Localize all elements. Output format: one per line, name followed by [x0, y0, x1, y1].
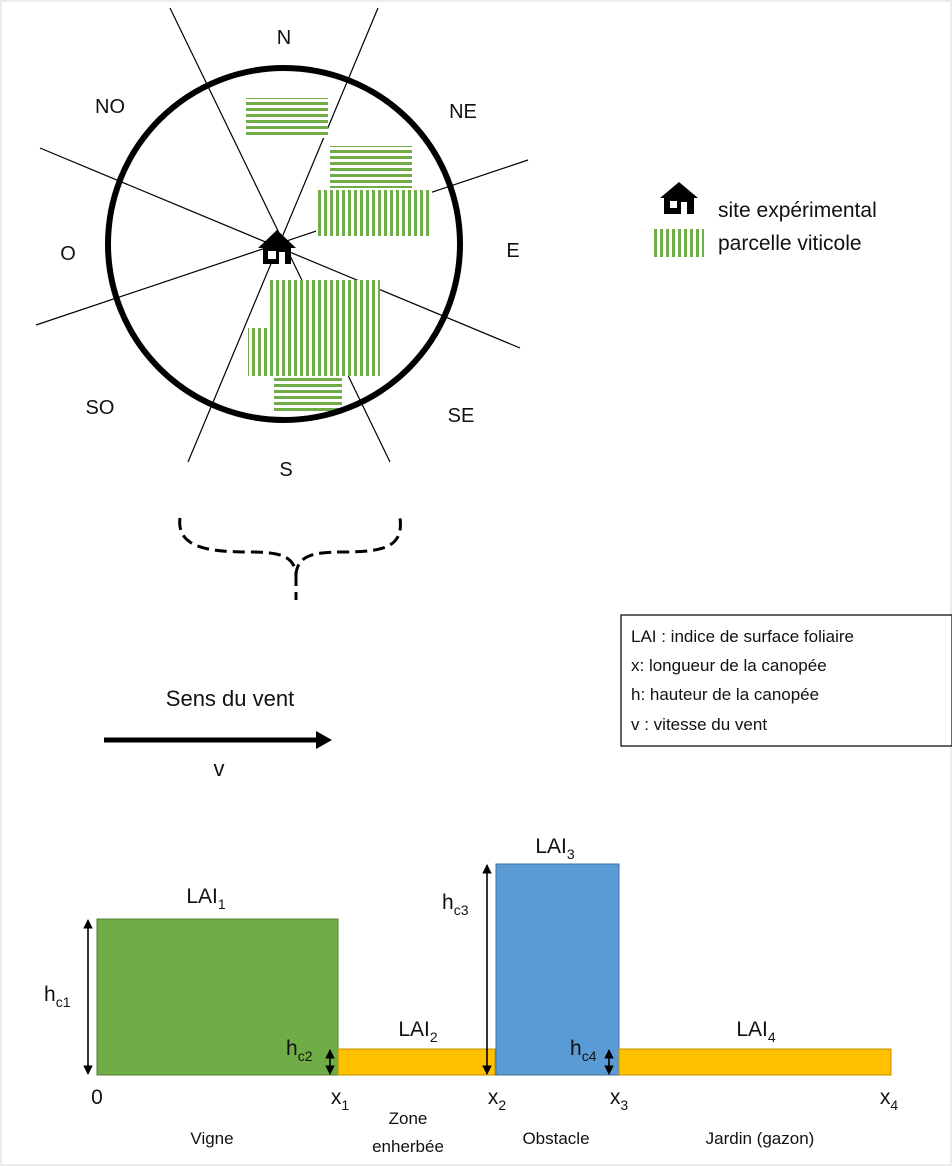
height-label-c2: hc2: [286, 1037, 313, 1064]
vine-plot-s-upper: [268, 280, 380, 328]
height-label-c3: hc3: [442, 891, 469, 918]
compass-label-se: SE: [448, 405, 475, 427]
wind-arrow-head: [316, 731, 332, 749]
x-tick-4: x4: [880, 1086, 899, 1113]
x-tick-3: x3: [610, 1086, 629, 1113]
zone-label-grass-line1: Zone: [389, 1109, 428, 1128]
wind-symbol: v: [214, 756, 225, 781]
direction-line-nne-ssw: [187, 7, 379, 463]
legend: site expérimental parcelle viticole: [654, 182, 877, 257]
vine-plot-s-lower: [274, 378, 342, 412]
legend-house-icon: [660, 182, 698, 214]
lai-label-3: LAI3: [535, 835, 575, 862]
compass-label-no: NO: [95, 96, 125, 118]
definition-v: v : vitesse du vent: [631, 715, 767, 734]
height-label-c1: hc1: [44, 983, 71, 1010]
compass-rose: N NE E SE S SO O NO: [35, 7, 529, 481]
definition-lai: LAI : indice de surface foliaire: [631, 627, 854, 646]
definition-h: h: hauteur de la canopée: [631, 685, 819, 704]
height-label-c4: hc4: [570, 1037, 597, 1064]
wind-title: Sens du vent: [166, 686, 294, 711]
vine-plot-ne-lower: [316, 190, 432, 236]
dashed-brace: [178, 517, 402, 575]
compass-label-s: S: [279, 459, 292, 481]
lai-label-1: LAI1: [186, 885, 226, 912]
zone-label-obstacle: Obstacle: [522, 1129, 589, 1148]
compass-label-n: N: [277, 27, 291, 49]
definitions-box: LAI : indice de surface foliaire x: long…: [620, 614, 952, 747]
definition-x: x: longueur de la canopée: [631, 656, 827, 675]
legend-plot-label: parcelle viticole: [718, 232, 862, 255]
house-icon: [258, 230, 296, 264]
zone-label-grass-line2: enherbée: [372, 1137, 444, 1156]
garden-block: [618, 1048, 892, 1076]
x-tick-1: x1: [331, 1086, 350, 1113]
canopy-profile: LAI1 LAI2 LAI3 LAI4 hc1 hc2 hc3 hc4 0 x1…: [44, 835, 898, 1156]
compass-label-ne: NE: [449, 101, 477, 123]
legend-site-label: site expérimental: [718, 199, 877, 222]
compass-label-o: O: [60, 243, 76, 265]
x-tick-2: x2: [488, 1086, 507, 1113]
compass-circle: [105, 65, 463, 423]
legend-plot-swatch: [654, 229, 704, 257]
vine-block: [96, 918, 339, 1076]
zone-label-garden: Jardin (gazon): [706, 1129, 815, 1148]
vine-plot-s-middle: [248, 328, 380, 376]
compass-label-e: E: [506, 240, 519, 262]
obstacle-block: [495, 863, 620, 1076]
lai-label-2: LAI2: [398, 1018, 438, 1045]
compass-label-so: SO: [86, 397, 115, 419]
wind-direction: Sens du vent v: [104, 686, 332, 781]
grass-strip-block: [337, 1048, 496, 1076]
vine-plot-ne-upper: [330, 146, 412, 188]
zone-label-vine: Vigne: [190, 1129, 233, 1148]
lai-label-4: LAI4: [736, 1018, 776, 1045]
x-tick-0: 0: [91, 1086, 103, 1109]
vine-plot-nw: [246, 98, 328, 138]
